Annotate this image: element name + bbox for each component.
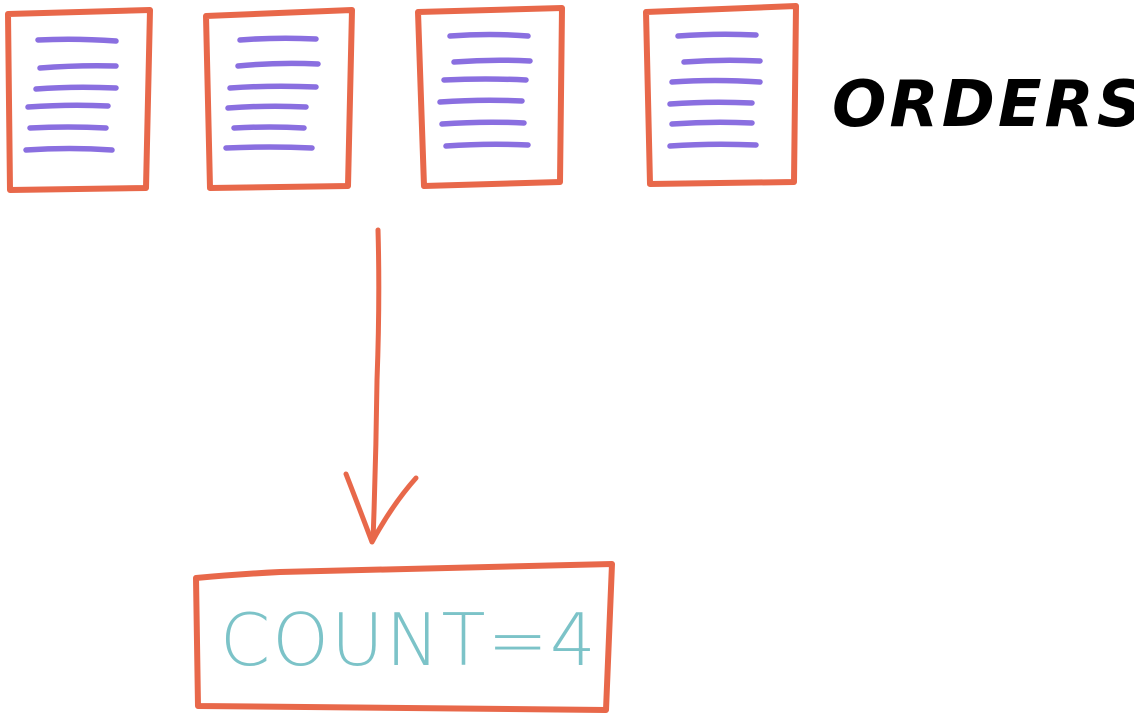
document-text-line: [447, 31, 531, 39]
document-text-line: [669, 77, 763, 85]
document-text-line: [27, 124, 109, 131]
order-document-4: [643, 3, 799, 187]
arrow-shaft: [370, 227, 382, 543]
document-frame: [643, 3, 799, 187]
count-result-label: COUNT=4: [220, 598, 598, 682]
document-text-line: [667, 141, 759, 149]
document-text-line: [37, 63, 119, 71]
document-text-line: [441, 76, 529, 83]
document-text-line: [675, 31, 759, 39]
document-text-line: [225, 103, 309, 111]
document-text-line: [437, 97, 525, 105]
document-text-line: [223, 144, 315, 151]
diagram-title: ORDERS: [832, 68, 1134, 142]
document-text-line: [227, 83, 319, 91]
document-text-line: [681, 57, 763, 65]
document-frame: [415, 5, 565, 189]
document-text-line: [35, 36, 119, 44]
order-document-2: [203, 7, 355, 191]
document-text-line: [237, 35, 319, 43]
document-text-line: [235, 60, 321, 69]
document-text-line: [33, 84, 119, 92]
arrow-head: [343, 471, 419, 545]
order-document-3: [415, 5, 565, 189]
document-frame: [203, 7, 355, 191]
document-text-line: [231, 124, 307, 131]
document-text-lines: [667, 31, 763, 149]
document-text-line: [439, 119, 527, 127]
document-text-line: [443, 141, 531, 149]
result-box-frame: [193, 561, 615, 713]
document-text-lines: [23, 36, 119, 153]
document-text-line: [667, 99, 755, 107]
order-document-1: [5, 7, 153, 193]
flow-arrow: [343, 227, 419, 545]
document-text-line: [25, 102, 111, 110]
document-text-line: [23, 145, 115, 153]
document-text-line: [669, 119, 755, 127]
document-text-lines: [223, 35, 321, 151]
count-result-box: COUNT=4: [193, 561, 615, 713]
document-text-line: [451, 57, 533, 65]
document-text-lines: [437, 31, 533, 149]
document-frame: [5, 7, 153, 193]
